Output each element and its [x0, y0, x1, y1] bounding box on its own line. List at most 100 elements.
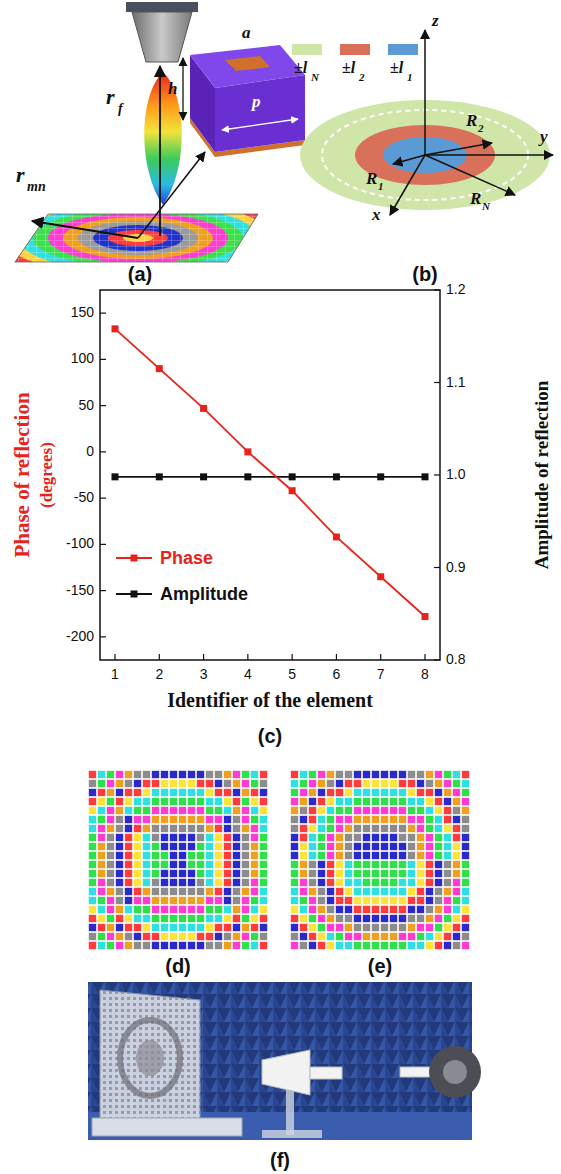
unit-cell	[260, 861, 267, 868]
unit-cell	[318, 942, 325, 949]
unit-cell	[260, 879, 267, 886]
unit-cell	[426, 834, 433, 841]
unit-cell	[408, 870, 415, 877]
unit-cell	[170, 816, 177, 823]
unit-cell	[291, 816, 298, 823]
unit-cell	[251, 825, 258, 832]
unit-cell	[215, 816, 222, 823]
unit-cell	[462, 861, 469, 868]
unit-cell	[408, 933, 415, 940]
unit-cell	[444, 888, 451, 895]
unit-cell	[170, 771, 177, 778]
symbol-label: 1	[378, 181, 384, 192]
unit-cell	[125, 780, 132, 787]
unit-cell	[363, 942, 370, 949]
unit-cell	[98, 933, 105, 940]
unit-cell	[453, 915, 460, 922]
unit-cell	[116, 807, 123, 814]
unit-cell	[206, 879, 213, 886]
unit-cell	[98, 825, 105, 832]
unit-cell	[417, 807, 424, 814]
unit-cell	[116, 780, 123, 787]
unit-cell	[291, 915, 298, 922]
unit-cell	[179, 852, 186, 859]
unit-cell	[260, 906, 267, 913]
plot-frame	[100, 290, 440, 660]
unit-cell	[125, 852, 132, 859]
unit-cell	[354, 879, 361, 886]
unit-cell	[336, 852, 343, 859]
unit-cell	[152, 861, 159, 868]
unit-cell	[233, 852, 240, 859]
unit-cell	[318, 834, 325, 841]
unit-cell	[98, 915, 105, 922]
unit-cell	[300, 816, 307, 823]
unit-cell	[206, 861, 213, 868]
unit-cell	[233, 771, 240, 778]
unit-cell	[152, 915, 159, 922]
unit-cell	[152, 798, 159, 805]
unit-cell	[179, 915, 186, 922]
unit-cell	[372, 942, 379, 949]
unit-cell	[89, 789, 96, 796]
unit-cell	[260, 888, 267, 895]
symbol-label: z	[432, 12, 439, 29]
unit-cell	[327, 942, 334, 949]
unit-cell	[107, 888, 114, 895]
unit-cell	[291, 798, 298, 805]
unit-cell	[426, 879, 433, 886]
unit-cell	[408, 852, 415, 859]
unit-cell	[345, 807, 352, 814]
unit-cell	[125, 789, 132, 796]
unit-cell	[161, 924, 168, 931]
unit-cell	[336, 780, 343, 787]
unit-cell	[399, 924, 406, 931]
unit-cell	[179, 771, 186, 778]
unit-cell	[116, 771, 123, 778]
unit-cell	[152, 771, 159, 778]
unit-cell	[242, 915, 249, 922]
unit-cell	[381, 771, 388, 778]
unit-cell	[260, 852, 267, 859]
unit-cell	[206, 915, 213, 922]
unit-cell	[444, 933, 451, 940]
unit-cell	[89, 915, 96, 922]
unit-cell	[143, 879, 150, 886]
unit-cell	[354, 924, 361, 931]
unit-cell	[435, 942, 442, 949]
unit-cell	[444, 780, 451, 787]
unit-cell	[345, 942, 352, 949]
unit-cell	[179, 843, 186, 850]
unit-cell	[170, 834, 177, 841]
unit-cell	[426, 870, 433, 877]
unit-cell	[354, 870, 361, 877]
unit-cell	[354, 861, 361, 868]
unit-cell	[233, 798, 240, 805]
unit-cell	[327, 807, 334, 814]
unit-cell	[462, 807, 469, 814]
unit-cell	[107, 798, 114, 805]
unit-cell	[188, 870, 195, 877]
unit-cell	[125, 906, 132, 913]
unit-cell	[251, 906, 258, 913]
unit-cell	[233, 789, 240, 796]
unit-cell	[462, 843, 469, 850]
unit-cell	[134, 888, 141, 895]
unit-cell	[260, 942, 267, 949]
unit-cell	[143, 888, 150, 895]
unit-cell	[399, 897, 406, 904]
unit-cell	[291, 942, 298, 949]
unit-cell	[134, 906, 141, 913]
unit-cell	[251, 915, 258, 922]
unit-cell	[381, 897, 388, 904]
unit-cell	[399, 933, 406, 940]
unit-cell	[462, 834, 469, 841]
tick-label: 6	[333, 667, 341, 681]
unit-cell	[408, 906, 415, 913]
unit-cell	[143, 870, 150, 877]
unit-cell	[318, 861, 325, 868]
unit-cell	[224, 897, 231, 904]
unit-cell	[291, 933, 298, 940]
unit-cell	[381, 906, 388, 913]
unit-cell	[435, 870, 442, 877]
